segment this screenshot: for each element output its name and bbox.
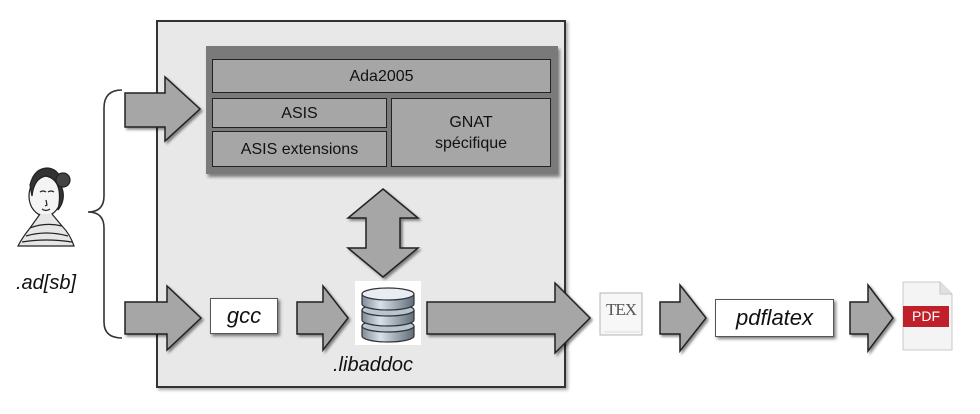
source-brace: [87, 89, 123, 339]
ada2005-label: Ada2005: [349, 67, 414, 85]
asis-extensions-box: ASIS extensions: [212, 131, 387, 167]
gcc-box: gcc: [210, 298, 278, 334]
tex-file-icon: [599, 292, 643, 336]
arrow-to-libraries: [124, 75, 202, 143]
gnat-label: GNAT: [449, 113, 493, 131]
pdf-label: PDF: [912, 308, 940, 324]
pdf-file-icon: [902, 281, 953, 351]
double-arrow-libraries-db: [345, 188, 421, 278]
specifique-label: spécifique: [434, 134, 508, 152]
gcc-label: gcc: [226, 303, 262, 328]
tex-label: TEX: [605, 300, 637, 319]
ada-lovelace-portrait-icon: [17, 167, 75, 247]
pdflatex-box: pdflatex: [715, 299, 834, 337]
asis-box: ASIS: [212, 98, 387, 128]
database-icon: [355, 281, 421, 345]
gnat-specific-box: GNAT spécifique: [391, 98, 551, 167]
ada2005-box: Ada2005: [212, 59, 551, 93]
asis-label: ASIS: [281, 104, 318, 122]
arrow-gcc-to-db: [296, 283, 349, 353]
arrow-to-gcc: [124, 284, 203, 352]
arrow-tex-to-pdflatex: [659, 282, 707, 354]
arrow-pdflatex-to-pdf: [849, 282, 894, 354]
asis-extensions-label: ASIS extensions: [240, 140, 359, 158]
libaddoc-label: .libaddoc: [333, 354, 414, 376]
pdflatex-label: pdflatex: [735, 305, 814, 330]
arrow-db-to-tex: [426, 281, 592, 355]
source-files-label: .ad[sb]: [16, 272, 77, 294]
